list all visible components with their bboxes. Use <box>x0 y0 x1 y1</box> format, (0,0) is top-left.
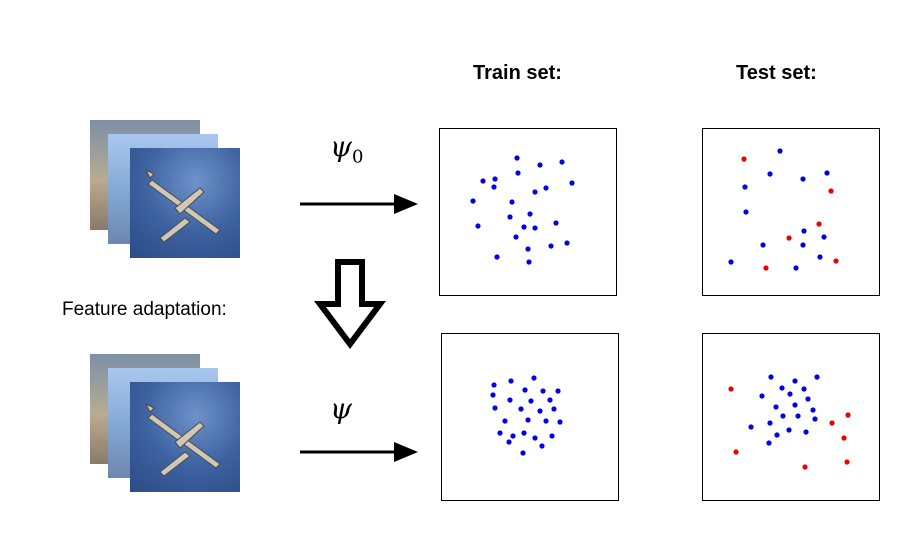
train-plot-original <box>439 128 617 296</box>
train-plot-adapted <box>441 333 619 501</box>
airplane-icon <box>144 402 221 477</box>
psi0-label: ψ0 <box>330 130 363 168</box>
airplane-image-front <box>130 382 240 492</box>
right-arrow-top-icon <box>300 194 418 214</box>
test-plot-adapted-points <box>728 374 851 470</box>
train-plot-adapted-points <box>490 375 563 456</box>
psi0-symbol: ψ <box>330 130 352 163</box>
airplane-image-front <box>130 148 240 258</box>
test-plot-original <box>702 128 880 296</box>
right-arrow-bottom-icon <box>300 442 418 462</box>
train-set-title: Train set: <box>473 62 562 84</box>
feature-adaptation-label: Feature adaptation: <box>62 299 227 320</box>
train-plot-original-points <box>470 155 575 265</box>
test-plot-original-points <box>728 148 839 271</box>
airplane-icon <box>144 168 221 243</box>
image-stack-bottom-icon <box>88 352 248 522</box>
psi-label: ψ <box>330 392 352 425</box>
psi0-subscript: 0 <box>351 146 364 168</box>
test-plot-adapted <box>702 333 880 501</box>
hollow-down-arrow-icon <box>314 259 386 349</box>
image-stack-top-icon <box>88 118 248 288</box>
test-set-title: Test set: <box>736 62 817 84</box>
